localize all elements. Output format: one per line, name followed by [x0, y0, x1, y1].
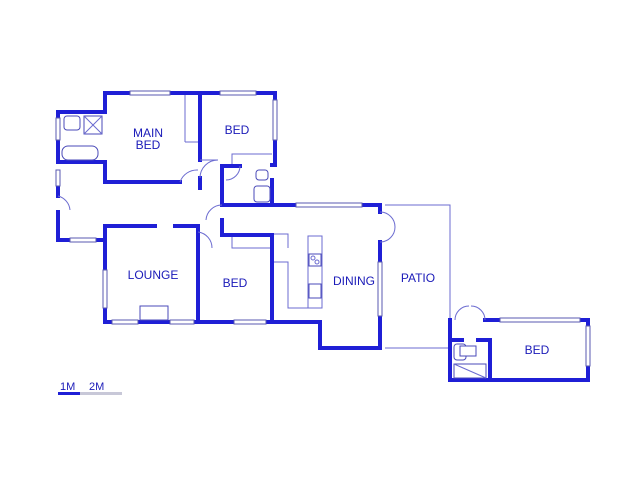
toilet-fixture: [63, 115, 81, 131]
room-label-dining: DINING: [333, 274, 375, 288]
sink-fixture: [308, 283, 322, 299]
bath-fixture: [61, 145, 99, 161]
basin-2-fixture: [459, 345, 477, 357]
scale-label-1m: 1M: [60, 381, 75, 393]
scale-segment-dark: [58, 392, 80, 395]
toilet-2-fixture: [253, 185, 271, 203]
stove-fixture: [308, 253, 322, 267]
room-label-bed-right: BED: [525, 343, 550, 357]
doors: [57, 159, 486, 321]
room-label-main-bed-line2: BED: [136, 138, 161, 152]
room-label-main-bed-line1: MAIN: [133, 126, 163, 140]
room-label-bed-middle: BED: [223, 276, 248, 290]
scale-segment-light: [80, 392, 122, 395]
fireplace-fixture: [139, 305, 169, 321]
basin-fixture: [255, 169, 269, 181]
scale-label-2m: 2M: [89, 381, 104, 393]
fixtures: [61, 115, 487, 379]
windows: [55, 90, 591, 367]
scale-bar: 1M 2M: [58, 381, 122, 395]
room-label-bed-top: BED: [225, 123, 250, 137]
room-label-patio: PATIO: [401, 271, 435, 285]
room-label-lounge: LOUNGE: [128, 268, 179, 282]
